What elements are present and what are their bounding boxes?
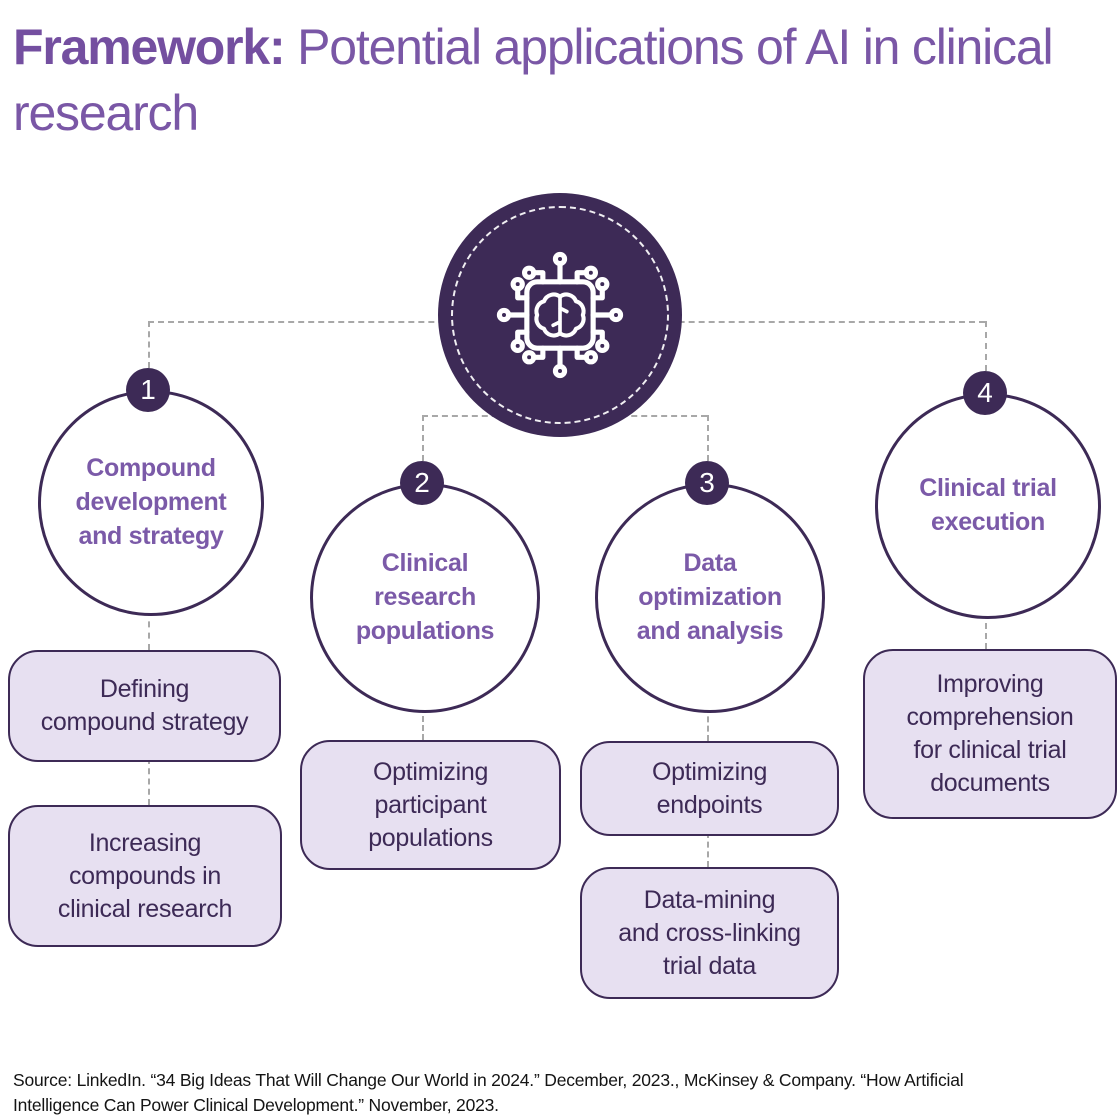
page-title-rest: Potential applications of AI in clinical… — [13, 19, 1054, 141]
pillar-circle-data-optimization: Data optimization and analysis — [595, 483, 825, 713]
connector-circle1-box1 — [148, 610, 150, 650]
pillar-number-badge-2: 2 — [400, 461, 444, 505]
application-box-optimizing-endpoints: Optimizing endpoints — [580, 741, 839, 836]
hub-dashed-ring — [451, 206, 669, 424]
connector-box3a-box3b — [707, 832, 709, 867]
pillar-label: Clinical research populations — [355, 549, 495, 645]
application-box-improving-comprehension: Improving comprehension for clinical tri… — [863, 649, 1117, 819]
central-ai-hub — [438, 193, 682, 437]
application-box-text: Increasing compounds in clinical researc… — [57, 828, 233, 923]
page-title: Framework: Potential applications of AI … — [13, 14, 1098, 146]
application-box-text: Improving comprehension for clinical tri… — [906, 670, 1074, 797]
pillar-number-badge-3: 3 — [685, 461, 729, 505]
application-box-text: Defining compound strategy — [40, 675, 249, 736]
pillar-label: Compound development and strategy — [75, 454, 227, 550]
connector-drop-pillar-2 — [422, 415, 424, 461]
connector-drop-pillar-3 — [707, 415, 709, 461]
connector-circle3-box1 — [707, 707, 709, 741]
page-title-emphasis: Framework: — [13, 19, 286, 75]
pillar-number-badge-4: 4 — [963, 371, 1007, 415]
pillar-circle-clinical-research-populations: Clinical research populations — [310, 483, 540, 713]
connector-drop-pillar-1 — [148, 321, 150, 368]
pillar-circle-compound-development: Compound development and strategy — [38, 390, 264, 616]
application-box-data-mining: Data-mining and cross-linking trial data — [580, 867, 839, 999]
connector-circle4-box — [985, 613, 987, 649]
connector-box1-box2 — [148, 758, 150, 805]
application-box-text: Optimizing endpoints — [651, 757, 768, 819]
connector-drop-pillar-4 — [985, 321, 987, 371]
pillar-number-badge-1: 1 — [126, 368, 170, 412]
application-box-text: Optimizing participant populations — [368, 757, 493, 852]
application-box-increasing-compounds: Increasing compounds in clinical researc… — [8, 805, 282, 947]
application-box-text: Data-mining and cross-linking trial data — [618, 885, 801, 980]
application-box-defining-compound-strategy: Defining compound strategy — [8, 650, 281, 762]
pillar-label: Clinical trial execution — [919, 474, 1057, 536]
application-box-optimizing-participant-populations: Optimizing participant populations — [300, 740, 561, 870]
connector-circle2-box — [422, 707, 424, 740]
pillar-circle-clinical-trial-execution: Clinical trial execution — [875, 393, 1101, 619]
pillar-label: Data optimization and analysis — [636, 549, 784, 645]
source-citation: Source: LinkedIn. “34 Big Ideas That Wil… — [13, 1070, 964, 1116]
